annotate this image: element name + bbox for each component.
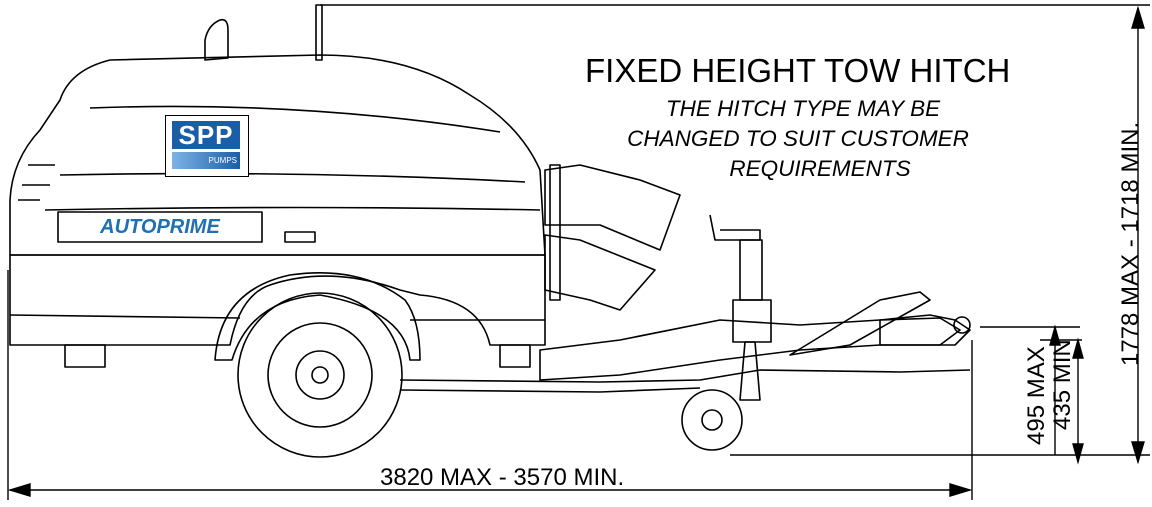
hitch-coupling [953, 316, 971, 334]
brake-cable [399, 369, 971, 383]
canopy-line-mid [59, 172, 526, 183]
hitch-min-arrow-top [1072, 337, 1084, 359]
hitch-max-label: 495 MAX [1023, 346, 1050, 445]
plate-frame [57, 211, 263, 243]
note-line-2: CHANGED TO SUIT CUSTOMER [627, 126, 969, 151]
hitch-min-arrow-bottom [1072, 443, 1084, 465]
jockey-leg [739, 341, 761, 401]
hitch-arm [789, 291, 931, 356]
pump-flange [549, 164, 561, 301]
spp-logo: SPP PUMPS [165, 115, 249, 177]
main-wheel-tyre [237, 292, 403, 458]
suction-outlet [544, 164, 681, 251]
jockey-wheel [681, 389, 743, 451]
hitch-min-label: 435 MIN [1049, 339, 1076, 430]
length-arrow-left [7, 483, 31, 497]
jockey-post [739, 239, 763, 301]
logo-brand: SPP [172, 121, 240, 149]
drawbar [539, 317, 961, 381]
exhaust-pipe-straight [315, 4, 323, 61]
chassis-box [9, 254, 546, 346]
canopy-outline [9, 54, 546, 256]
note-line-1: THE HITCH TYPE MAY BE [665, 96, 941, 121]
canopy-line-low [44, 206, 541, 211]
main-wheel-center [311, 366, 329, 384]
cable-lower [399, 387, 701, 393]
main-wheel-hub [295, 350, 345, 400]
canopy-front-lines [18, 164, 55, 201]
hitch-max-arrow-top [1049, 324, 1061, 346]
skid-foot-right [499, 344, 531, 368]
jockey-wheel-hub [701, 409, 723, 431]
mudguard [214, 272, 421, 361]
canopy-line-top [89, 105, 501, 133]
logo-subtext: PUMPS [172, 152, 240, 169]
chassis-line [9, 314, 545, 321]
delivery-outlet [544, 234, 656, 311]
exhaust-pipe-curved [204, 18, 229, 61]
main-wheel-rim [267, 322, 373, 428]
latch [284, 231, 316, 243]
length-dimension-label: 3820 MAX - 3570 MIN. [380, 464, 625, 491]
hitch-head [879, 314, 971, 346]
height-arrow-bottom [1131, 441, 1145, 465]
height-arrow-top [1131, 5, 1145, 29]
skid-foot [64, 344, 106, 368]
diagram-title: FIXED HEIGHT TOW HITCH [585, 52, 1011, 89]
jockey-handle [709, 214, 761, 241]
note-line-3: REQUIREMENTS [729, 156, 911, 181]
autoprime-plate: AUTOPRIME [100, 216, 220, 238]
length-arrow-right [949, 483, 973, 497]
height-dimension-label: 1778 MAX - 1718 MIN. [1117, 121, 1144, 366]
